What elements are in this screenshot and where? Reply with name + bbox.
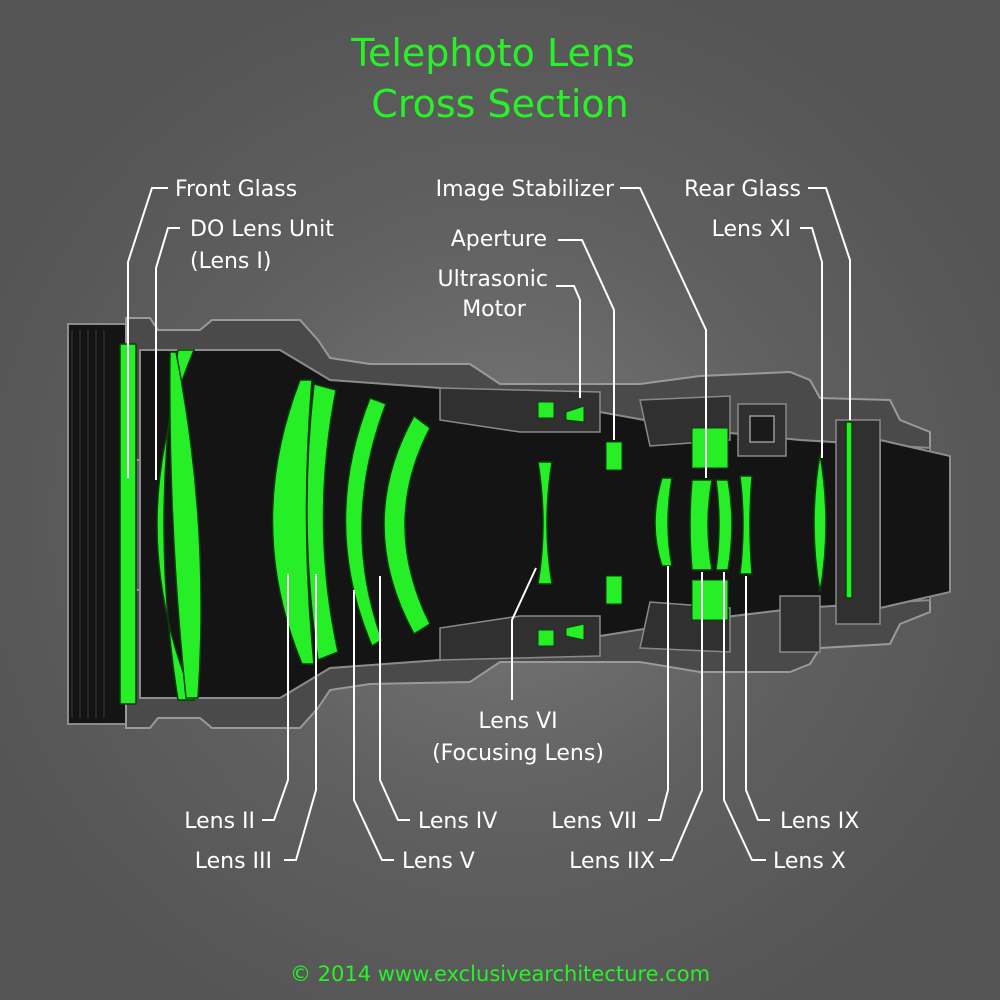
leader-rear-glass	[808, 187, 851, 420]
usm-rotor-bottom	[537, 629, 555, 647]
label-front-glass: Front Glass	[175, 177, 297, 202]
leader-lines	[127, 187, 851, 861]
lens-v-element	[383, 414, 431, 636]
leader-lens-iii	[284, 574, 317, 861]
title-line-2: Cross Section	[371, 82, 628, 126]
label-do-lens-unit-line1: DO Lens Unit	[190, 217, 334, 242]
leader-front-glass	[127, 187, 168, 478]
lens-ix-element	[739, 475, 753, 575]
lens-i-rear-element	[169, 351, 202, 699]
leader-image-stabilizer	[620, 187, 707, 478]
label-lens-vi-line1: Lens VI	[478, 709, 557, 734]
front-barrel	[67, 323, 127, 725]
leader-lens-xi	[800, 227, 823, 458]
label-do-lens-unit-line2: (Lens I)	[190, 249, 271, 274]
label-ultrasonic-motor-line2: Motor	[462, 297, 527, 322]
label-ultrasonic-motor-line1: Ultrasonic	[438, 267, 548, 292]
rear-glass-element	[845, 421, 853, 599]
rear-mount-ring	[835, 419, 881, 625]
lens-x-element	[715, 479, 733, 571]
label-lens-x: Lens X	[773, 849, 846, 874]
label-lens-iix: Lens IIX	[569, 849, 655, 874]
green-parts	[537, 401, 729, 647]
usm-housing-top	[439, 387, 601, 433]
label-rear-glass: Rear Glass	[684, 177, 801, 202]
usm-stator-bottom	[565, 623, 585, 641]
lens-i-front-element	[156, 349, 196, 701]
leader-lens-ii	[262, 574, 289, 821]
label-lens-ii: Lens II	[184, 809, 255, 834]
usm-rotor-top	[537, 401, 555, 419]
label-lens-iv: Lens IV	[418, 809, 497, 834]
lens-vii-element	[654, 477, 673, 567]
lens-iii-element	[306, 383, 339, 662]
label-lens-xi: Lens XI	[712, 217, 791, 242]
leader-lens-iv	[379, 576, 410, 821]
front-barrel-ribs	[71, 330, 105, 718]
leader-lens-ix	[745, 576, 770, 821]
lens-iix-element	[689, 479, 713, 571]
usm-housing-bottom	[439, 615, 601, 661]
label-lens-iii: Lens III	[195, 849, 272, 874]
labels: Front Glass DO Lens Unit (Lens I) Image …	[175, 177, 859, 874]
label-aperture: Aperture	[451, 227, 547, 252]
glass-elements	[119, 343, 853, 705]
leader-lens-x	[723, 572, 766, 861]
is-unit-bottom	[691, 579, 729, 621]
lens-xi-element	[813, 453, 827, 593]
is-unit-top	[691, 427, 729, 469]
lens-iv-element	[344, 397, 387, 648]
title-line-1: Telephoto Lens	[350, 31, 635, 75]
leader-ultrasonic-motor	[556, 285, 581, 398]
leader-lens-iix	[660, 572, 703, 861]
credit-text: © 2014 www.exclusivearchitecture.com	[290, 962, 710, 986]
leader-lens-vii	[648, 566, 669, 821]
leader-aperture	[558, 239, 615, 440]
usm-stator-top	[565, 405, 585, 423]
label-lens-v: Lens V	[402, 849, 475, 874]
label-lens-vi-line2: (Focusing Lens)	[432, 741, 604, 766]
label-image-stabilizer: Image Stabilizer	[436, 177, 615, 202]
rear-mount-block	[779, 595, 821, 653]
leader-lens-v	[353, 590, 394, 861]
aperture-blade-bottom	[605, 575, 623, 605]
lens-vi-element	[537, 461, 553, 585]
rear-mount	[879, 438, 951, 610]
aperture-blade-top	[605, 441, 623, 471]
is-gyro-chip	[749, 415, 775, 443]
leader-lens-vi	[511, 567, 537, 700]
label-lens-ix: Lens IX	[780, 809, 859, 834]
leader-do-lens-unit	[155, 227, 180, 480]
label-lens-vii: Lens VII	[551, 809, 637, 834]
is-gyro-block	[737, 403, 787, 457]
